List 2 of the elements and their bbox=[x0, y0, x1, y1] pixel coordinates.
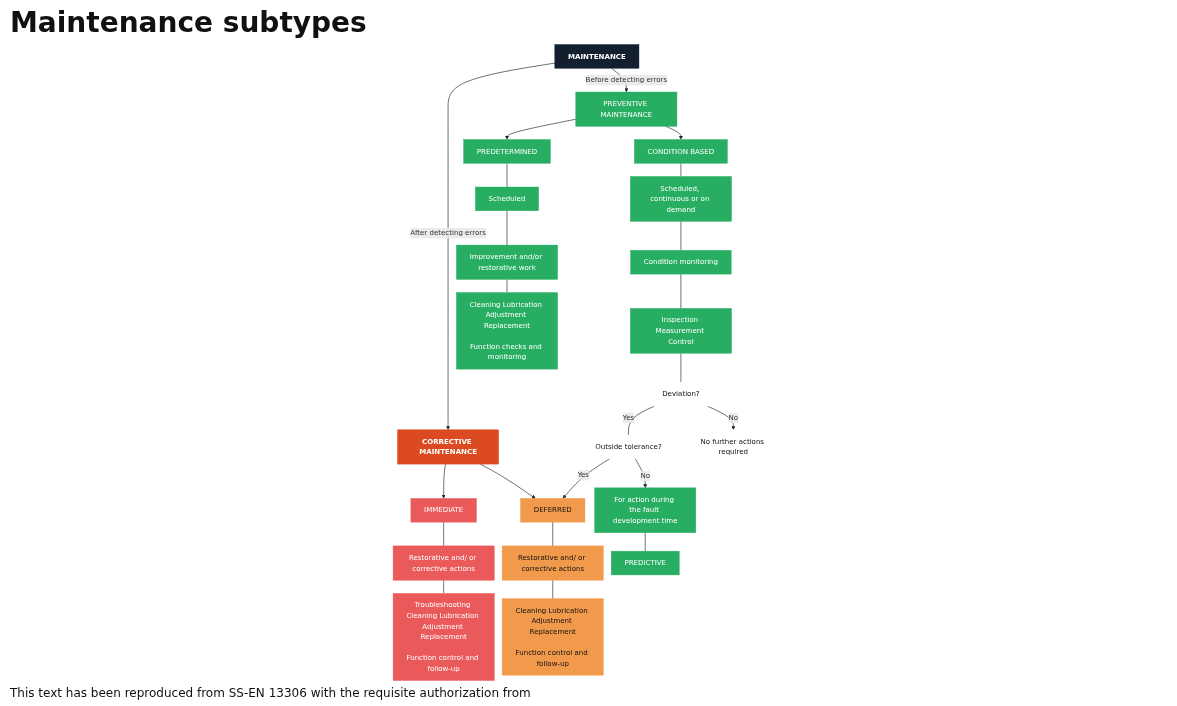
title: Maintenance subtypes bbox=[10, 6, 368, 39]
caption: This text has been reproduced from SS-EN 13306 with the requisite authorization from bbox=[10, 686, 532, 700]
